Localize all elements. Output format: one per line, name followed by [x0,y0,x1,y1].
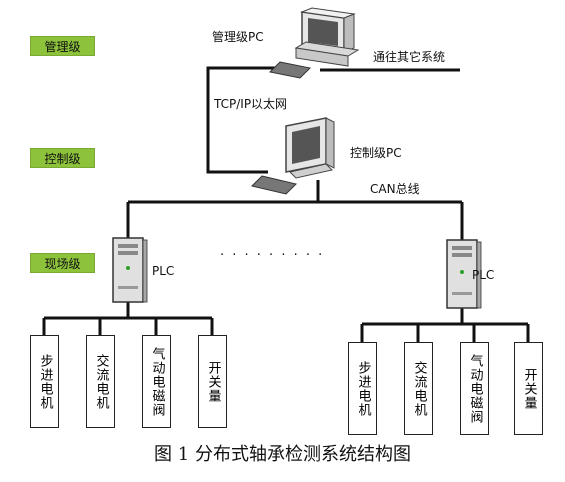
right-device-stepper-motor: 步进电机 [348,342,377,435]
other-system-label: 通往其它系统 [373,50,446,64]
right-device-ac-motor: 交流电机 [404,342,433,435]
control-pc-label: 控制级PC [350,146,402,160]
ethernet-line [206,66,290,174]
left-device-pneumatic-valve: 气动电磁阀 [142,335,171,428]
management-pc-label: 管理级PC [212,30,264,44]
left-device-label: 交流电机 [93,353,109,410]
control-pc-icon [251,117,335,195]
plc-right-label: PLC [472,268,495,282]
level-management-badge: 管理级 [30,36,95,56]
tcp-ethernet-label: TCP/IP以太网 [214,97,288,111]
can-bus-label: CAN总线 [370,182,420,196]
level-control-badge: 控制级 [30,148,95,168]
left-device-switch: 开关量 [198,335,227,428]
right-device-switch: 开关量 [514,342,543,435]
right-device-label: 步进电机 [355,360,371,417]
left-device-label: 步进电机 [37,353,53,410]
right-device-label: 开关量 [521,367,537,410]
left-device-label: 开关量 [205,360,221,403]
figure-caption: 图 1 分布式轴承检测系统结构图 [154,444,411,465]
plc-left-label: PLC [152,264,175,278]
right-device-label: 气动电磁阀 [467,353,483,424]
plc-right-icon [446,239,482,309]
management-pc-icon [268,7,360,79]
right-device-label: 交流电机 [411,360,427,417]
left-device-label: 气动电磁阀 [149,346,165,417]
ellipsis-dots: · · · · · · · · · [220,248,325,263]
right-device-pneumatic-valve: 气动电磁阀 [460,342,489,435]
plc-left-icon [112,237,148,303]
left-device-stepper-motor: 步进电机 [30,335,59,428]
left-device-ac-motor: 交流电机 [86,335,115,428]
level-field-badge: 现场级 [30,253,95,273]
